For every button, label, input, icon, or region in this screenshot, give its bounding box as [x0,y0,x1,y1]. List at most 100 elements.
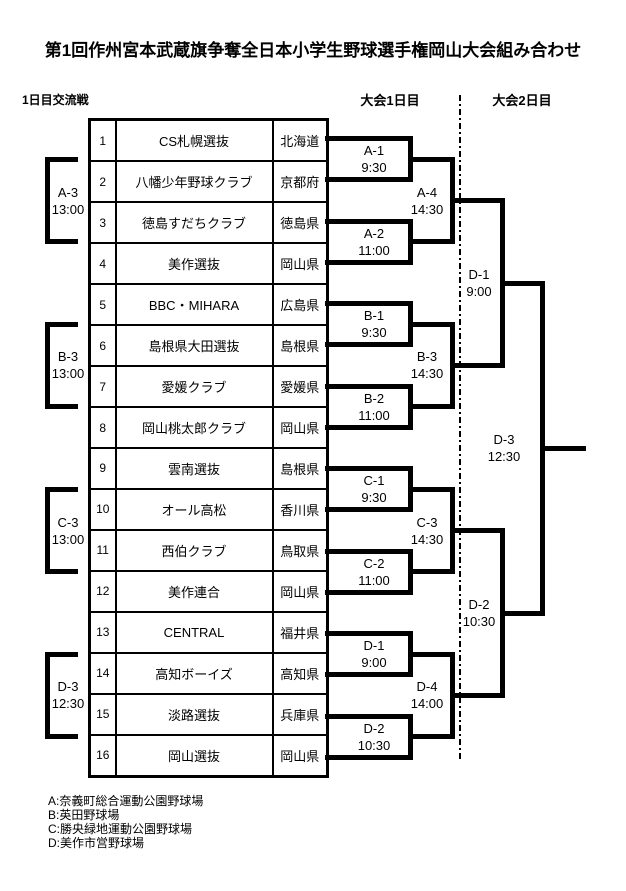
match-id: B-2 [363,391,385,406]
match-id: B-3 [416,349,438,364]
bracket-line [450,198,503,203]
match-id: D-2 [363,721,385,736]
exchange-d3-label: D-3 12:30 [40,678,96,712]
bracket-line [45,321,78,327]
bracket-line [45,651,50,740]
team-number: 11 [88,528,117,572]
team-name: BBC・MIHARA [114,283,274,327]
team-name: 高知ボーイズ [114,651,274,695]
match-id: D-2 [468,597,490,612]
team-prefecture: 岡山県 [271,733,329,778]
match-id: C-2 [363,556,385,571]
team-name: オール高松 [114,487,274,531]
match-time: 14:00 [410,696,444,711]
match-time: 14:30 [410,532,444,547]
match-id: D-3 [493,432,515,447]
team-number: 14 [88,651,117,695]
team-name: 岡山選抜 [114,733,274,778]
bracket-line [45,486,78,492]
team-prefecture: 京都府 [271,160,329,204]
match-id: A-3 [57,185,79,200]
team-name: 岡山桃太郎クラブ [114,406,274,449]
team-prefecture: 愛媛県 [271,365,329,409]
team-prefecture: 鳥取県 [271,528,329,572]
day-separator-line [459,95,461,762]
bracket-line [325,507,413,513]
venue-d: D:美作市営野球場 [48,836,145,850]
team-prefecture: 島根県 [271,446,329,490]
bracket-line [325,301,413,307]
bracket-line [45,486,50,575]
team-name: 愛媛クラブ [114,365,274,409]
semifinal-d2-label: D-2 10:30 [456,596,502,630]
team-prefecture: 岡山県 [271,569,329,613]
match-time: 10:30 [462,614,496,629]
team-name: 西伯クラブ [114,528,274,572]
bracket-line [325,466,413,472]
bracket-line [408,651,453,657]
team-number: 2 [88,160,117,204]
exchange-a3-label: A-3 13:00 [40,184,96,218]
bracket-line [450,363,503,368]
match-c3-label: C-3 14:30 [404,514,450,548]
bracket-line [325,259,413,265]
match-id: C-3 [416,515,438,530]
match-id: A-1 [363,143,385,158]
venue-c: C:勝央緑地運動公園野球場 [48,822,193,836]
match-time: 13:00 [51,202,85,217]
team-prefecture: 徳島県 [271,201,329,245]
venue-b: B:英田野球場 [48,808,120,822]
match-time: 12:30 [51,696,85,711]
team-prefecture: 北海道 [271,118,329,163]
day1-section-label: 大会1日目 [360,93,420,108]
team-name: 淡路選抜 [114,692,274,736]
match-time: 9:00 [466,284,492,299]
bracket-line [408,321,453,327]
match-time: 11:00 [358,573,390,588]
bracket-line [325,136,413,142]
exchange-section-label: 1日目交流戦 [22,93,89,107]
match-time: 9:00 [361,655,387,670]
bracket-line [45,404,78,410]
match-id: D-3 [57,679,79,694]
match-time: 14:30 [410,202,444,217]
bracket-line [325,754,413,760]
team-number: 12 [88,569,117,613]
bracket-line [325,342,413,348]
bracket-line [408,239,453,245]
bracket-line [500,610,543,616]
team-number: 1 [88,118,117,163]
team-number: 3 [88,201,117,245]
team-prefecture: 福井県 [271,610,329,654]
day2-section-label: 大会2日目 [492,93,552,108]
match-id: D-1 [468,267,490,282]
bracket-line [408,569,453,575]
bracket-line [45,734,78,740]
page-title: 第1回作州宮本武蔵旗争奪全日本小学生野球選手権岡山大会組み合わせ [44,41,582,60]
bracket-line [408,156,453,162]
team-number: 9 [88,446,117,490]
team-name: CENTRAL [114,610,274,654]
bracket-line [325,548,413,554]
bracket-line [325,672,413,678]
match-id: B-3 [57,349,79,364]
bracket-line [325,177,413,183]
bracket-line [325,218,413,224]
bracket-line [45,156,50,245]
team-prefecture: 岡山県 [271,242,329,286]
team-number: 7 [88,365,117,409]
match-id: C-1 [363,473,385,488]
match-id: A-2 [363,226,385,241]
match-time: 9:30 [361,490,387,505]
